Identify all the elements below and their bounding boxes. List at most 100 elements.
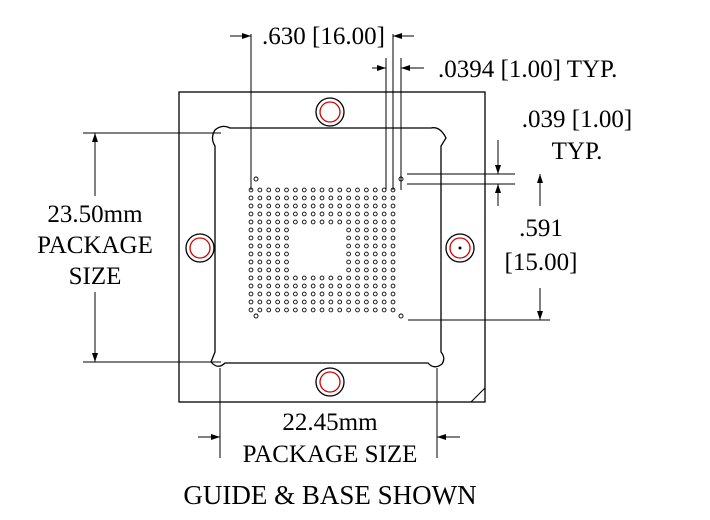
mounting-hole-top: [315, 97, 345, 127]
solder-ball: [284, 227, 289, 233]
arrow-package-width-left: [211, 434, 220, 440]
solder-ball: [257, 187, 263, 193]
solder-ball: [275, 219, 280, 225]
solder-ball: [372, 251, 378, 257]
solder-ball: [275, 299, 280, 305]
solder-ball: [364, 235, 369, 241]
solder-ball: [310, 187, 316, 193]
label-vertical-span-line1: .591: [519, 215, 563, 242]
solder-ball: [372, 219, 378, 225]
solder-ball: [328, 307, 334, 313]
dimension-vertical-span: [408, 174, 550, 321]
solder-ball: [355, 267, 360, 273]
orientation-ball-bottom-right: [398, 313, 404, 319]
solder-ball: [310, 283, 316, 289]
dimension-offset: [407, 140, 515, 206]
arrow-package-height-top: [92, 133, 98, 142]
solder-ball: [337, 291, 343, 297]
solder-ball: [284, 299, 289, 305]
solder-ball: [355, 283, 360, 289]
label-package-height-line2: PACKAGE: [37, 232, 153, 259]
solder-ball: [390, 299, 396, 305]
solder-ball: [310, 291, 316, 297]
solder-ball: [284, 203, 289, 209]
arrow-offset-top: [495, 165, 501, 174]
base-corner-notch: [470, 387, 486, 403]
mounting-hole-bottom: [315, 367, 345, 397]
solder-ball: [381, 275, 387, 281]
solder-ball: [346, 259, 351, 265]
label-offset-line1: .039 [1.00]: [521, 106, 633, 133]
solder-ball: [346, 275, 351, 281]
solder-ball: [381, 211, 387, 217]
solder-ball: [275, 251, 280, 257]
solder-ball: [337, 195, 343, 201]
solder-ball: [284, 219, 289, 225]
solder-ball: [284, 283, 289, 289]
solder-ball: [372, 211, 378, 217]
solder-ball: [337, 275, 343, 281]
solder-ball: [372, 259, 378, 265]
solder-ball: [310, 211, 316, 217]
solder-ball: [364, 299, 369, 305]
solder-ball: [284, 251, 289, 257]
solder-ball: [257, 195, 263, 201]
solder-ball: [381, 219, 387, 225]
solder-ball: [284, 195, 289, 201]
solder-ball: [284, 243, 289, 249]
solder-ball: [390, 243, 396, 249]
solder-ball: [293, 211, 298, 217]
solder-ball: [284, 235, 289, 241]
solder-ball: [257, 211, 263, 217]
solder-ball: [355, 235, 360, 241]
solder-ball: [390, 259, 396, 265]
solder-ball: [248, 283, 254, 289]
solder-ball: [319, 219, 325, 225]
label-pitch: .0394 [1.00] TYP.: [438, 56, 618, 83]
solder-ball: [319, 275, 325, 281]
solder-ball: [372, 235, 378, 241]
solder-ball: [301, 299, 307, 305]
mounting-hole-right: [445, 233, 475, 263]
solder-ball: [248, 195, 254, 201]
solder-ball: [372, 267, 378, 273]
solder-ball: [381, 195, 387, 201]
label-package-width-line1: 22.45mm: [282, 409, 378, 436]
solder-ball: [364, 211, 369, 217]
solder-ball: [355, 299, 360, 305]
dimension-pitch: [372, 58, 424, 190]
mounting-hole-left: [185, 233, 215, 263]
solder-ball: [293, 283, 298, 289]
solder-ball: [381, 243, 387, 249]
solder-ball: [346, 267, 351, 273]
dimension-package-height: [83, 132, 221, 363]
solder-ball: [372, 283, 378, 289]
solder-ball: [301, 307, 307, 313]
solder-ball: [257, 227, 263, 233]
solder-ball: [266, 211, 272, 217]
solder-ball: [364, 219, 369, 225]
solder-ball: [381, 283, 387, 289]
solder-ball: [364, 195, 369, 201]
solder-ball: [381, 187, 387, 193]
solder-ball: [293, 291, 298, 297]
solder-ball: [390, 235, 396, 241]
solder-ball: [275, 211, 280, 217]
solder-ball: [319, 283, 325, 289]
solder-ball: [355, 219, 360, 225]
solder-ball: [266, 275, 272, 281]
solder-ball: [337, 307, 343, 313]
label-top-span: .630 [16.00]: [262, 23, 385, 50]
solder-ball: [257, 267, 263, 273]
solder-ball: [328, 283, 334, 289]
solder-ball: [257, 219, 263, 225]
solder-ball: [275, 243, 280, 249]
solder-ball: [248, 203, 254, 209]
arrow-package-width-right: [437, 434, 446, 440]
solder-ball: [248, 235, 254, 241]
solder-ball: [257, 307, 263, 313]
solder-ball: [319, 203, 325, 209]
solder-ball: [266, 195, 272, 201]
arrow-offset-bottom: [495, 184, 501, 193]
solder-ball: [266, 243, 272, 249]
